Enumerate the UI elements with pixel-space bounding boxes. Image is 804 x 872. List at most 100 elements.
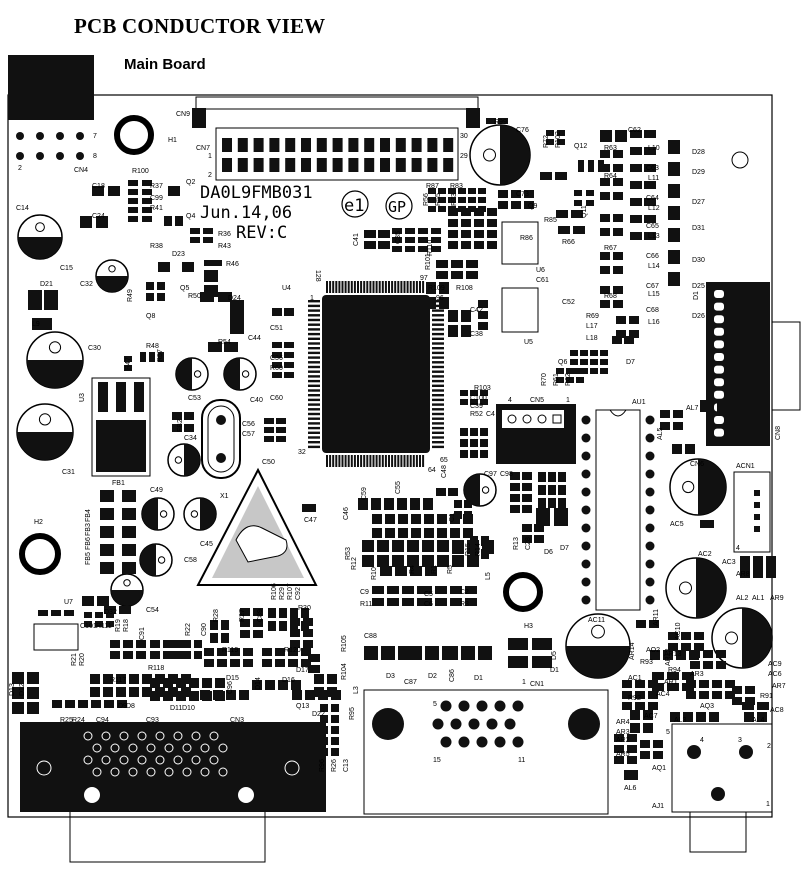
refdes-d6: D6: [544, 549, 553, 556]
smd-pad: [439, 282, 449, 294]
u4-lead: [394, 455, 397, 467]
cn3-pin: [128, 743, 138, 753]
au1-notch: [609, 409, 627, 417]
smd-pad: [243, 659, 253, 667]
refdes-c90: C90: [201, 623, 208, 636]
refdes-r36: R36: [218, 231, 231, 238]
refdes-c52: C52: [562, 299, 575, 306]
smd-pad: [676, 650, 686, 660]
refdes-ar12: AR12: [665, 648, 672, 666]
au1-pin: [645, 469, 655, 479]
smd-pad: [754, 490, 760, 496]
refdes-c94: C94: [96, 717, 109, 724]
smd-pad: [190, 228, 200, 234]
u4-lead: [308, 403, 320, 406]
refdes-r24: R24: [72, 717, 85, 724]
smd-pad: [668, 632, 678, 640]
ferrite-bead-pad: [100, 526, 114, 538]
cn1-pins: [432, 700, 524, 748]
refdes-r101: R101: [425, 253, 432, 270]
refdes-c62: C62: [628, 127, 641, 134]
smd-pad: [668, 184, 680, 198]
refdes-al5: AL5: [657, 427, 664, 440]
smd-pad: [284, 308, 294, 316]
u4-lead: [308, 379, 320, 383]
smd-pad: [744, 712, 754, 722]
smd-pad: [106, 612, 114, 618]
refdes-r95: R95: [349, 707, 356, 720]
smd-pad: [426, 297, 436, 309]
cn3-pin: [182, 743, 192, 753]
smd-pad: [437, 540, 449, 552]
smd-pad: [466, 260, 478, 268]
smd-pad: [629, 330, 639, 338]
smd-pad: [44, 290, 58, 310]
refdes-ac8: AC8: [770, 707, 784, 714]
smd-pad: [272, 352, 282, 358]
refdes-l5: L5: [485, 572, 492, 580]
u4-lead: [432, 403, 444, 406]
cn3-pin: [119, 755, 129, 765]
smd-pad: [683, 712, 693, 722]
refdes-r13: R13: [513, 537, 520, 550]
u4-lead: [347, 455, 350, 467]
refdes-l15: L15: [648, 291, 660, 298]
cn3-pin: [137, 731, 147, 741]
u4-lead: [335, 455, 338, 467]
refdes-r106: R106: [271, 583, 278, 600]
smd-pad: [690, 650, 700, 658]
gp-mark: GP: [388, 198, 406, 216]
smd-pad: [158, 352, 164, 362]
capacitor-lead: [591, 624, 605, 639]
smd-pads: [12, 118, 776, 780]
cn4-hole: [56, 132, 64, 140]
refdes-c91: C91: [139, 627, 146, 640]
smd-pad: [176, 651, 186, 659]
smd-pad: [320, 737, 328, 745]
refdes-q9: Q9: [528, 203, 537, 210]
smd-pad: [183, 651, 191, 659]
cn7-pin: [348, 158, 359, 172]
refdes-al7: AL7: [686, 405, 699, 412]
refdes-r92: R92: [628, 695, 641, 702]
smd-pad: [613, 286, 623, 294]
u4-lead: [344, 281, 347, 293]
u4-lead: [308, 365, 320, 369]
smd-pad: [95, 621, 103, 627]
smd-pad: [210, 620, 218, 630]
refdes-r99: R99: [494, 119, 507, 126]
refdes-r37: R37: [150, 183, 163, 190]
cn1-pin: [476, 736, 488, 748]
u4-lead: [366, 455, 369, 467]
refdes-d27: D27: [692, 199, 705, 206]
smd-pad: [474, 230, 484, 238]
capacitor-lead: [108, 265, 116, 273]
refdes-d26: D26: [692, 313, 705, 320]
smd-pad: [468, 188, 476, 194]
u4-lead: [381, 281, 384, 293]
cn7-body: [215, 127, 459, 181]
smd-pad: [284, 342, 294, 348]
smd-pad: [65, 700, 75, 708]
cn1-screw-left: [372, 708, 404, 740]
au1-pin: [645, 505, 655, 515]
smd-pad: [252, 680, 262, 690]
refdes-ac6: AC6: [768, 671, 782, 678]
refdes-h3: H3: [524, 623, 533, 630]
smd-pad: [511, 190, 521, 198]
smd-pad: [405, 246, 415, 252]
refdes-c58: C58: [184, 557, 197, 564]
u4-lead: [432, 328, 444, 331]
cn1-pin: [458, 700, 470, 712]
u4-lead: [308, 304, 320, 308]
cn7-pin: [316, 158, 327, 172]
smd-pad: [291, 680, 301, 690]
smd-pad: [408, 646, 422, 660]
esd-warning-triangle: [196, 467, 318, 586]
smd-pad: [644, 215, 656, 223]
smd-pad: [703, 650, 713, 658]
cn3-pin: [92, 743, 102, 753]
ferrite-bead-pad: [100, 508, 114, 520]
smd-pad: [84, 621, 92, 627]
smd-pad: [600, 214, 610, 222]
